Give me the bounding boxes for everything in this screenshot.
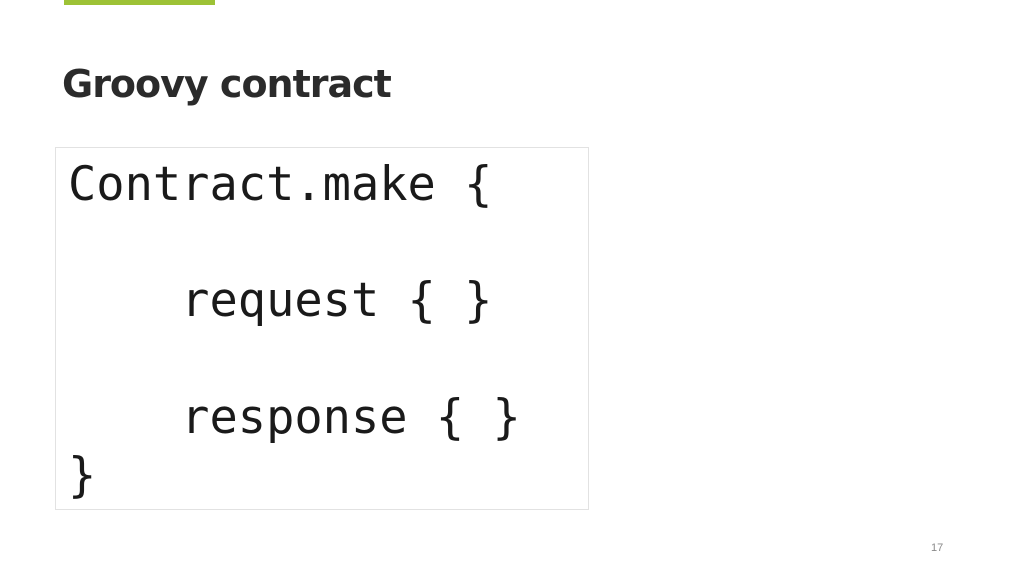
- code-line: Contract.make {: [68, 157, 493, 212]
- code-line: request { }: [68, 273, 493, 328]
- title-accent-bar: [64, 0, 215, 5]
- code-line: response { }: [68, 390, 521, 445]
- slide-title: Groovy contract: [62, 62, 392, 106]
- page-number: 17: [931, 542, 944, 554]
- code-snippet: Contract.make { request { } response { }…: [55, 147, 589, 510]
- code-line: }: [68, 448, 97, 503]
